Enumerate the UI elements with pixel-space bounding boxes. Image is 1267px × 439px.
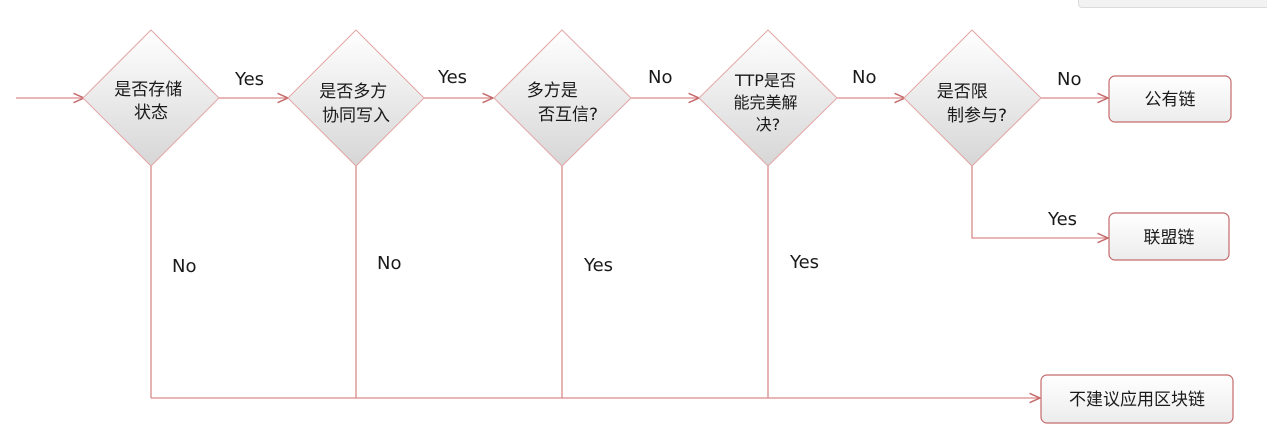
svg-text:是否限 制参与?: 是否限 制参与? <box>937 82 1007 126</box>
outcome-not-recommended: 不建议应用区块链 <box>1040 374 1234 424</box>
edge-label-d3-down: Yes <box>583 255 613 276</box>
connectors <box>16 98 1108 398</box>
decision-1-line-2: 状态 <box>134 103 168 123</box>
edge-label-d2-down: No <box>377 253 401 274</box>
decision-4-line-2: 能完美解 <box>733 93 797 112</box>
outcome-consortium-label: 联盟链 <box>1144 228 1195 248</box>
decision-4-line-3: 决? <box>756 115 781 134</box>
outcome-not-recommended-label: 不建议应用区块链 <box>1069 390 1205 410</box>
edge-label-d5-consortium: Yes <box>1047 209 1077 230</box>
edge-label-d1-down: No <box>172 256 196 277</box>
svg-text:多方是 否互信?: 多方是 否互信? <box>527 81 598 125</box>
svg-text:是否存储 状态: 是否存储 状态 <box>114 80 187 123</box>
edge-label-d2-d3: Yes <box>437 67 467 88</box>
decision-3-line-1: 多方是 <box>527 81 578 101</box>
decision-1-line-1: 是否存储 <box>114 80 182 100</box>
edge-label-d1-d2: Yes <box>234 69 264 90</box>
decision-5-line-2: 制参与? <box>947 106 1007 126</box>
decision-4: TTP是否 能完美解 决? <box>698 29 838 167</box>
outcome-public-label: 公有链 <box>1145 90 1196 110</box>
decision-1: 是否存储 状态 <box>82 29 220 167</box>
svg-text:TTP是否 能完美解 决?: TTP是否 能完美解 决? <box>733 71 802 134</box>
outcome-consortium-chain: 联盟链 <box>1108 212 1230 261</box>
decision-2-line-1: 是否多方 <box>319 82 387 102</box>
decision-2: 是否多方 协同写入 <box>287 29 425 167</box>
decision-2-line-2: 协同写入 <box>322 106 390 126</box>
edge-labels: Yes Yes No No No Yes No No Yes Yes <box>172 67 1081 277</box>
decision-3-line-2: 否互信? <box>538 105 598 125</box>
edge-label-d4-d5: No <box>852 67 876 88</box>
edge-d5-consortium <box>971 166 1108 238</box>
edge-label-d4-down: Yes <box>789 252 819 273</box>
decision-5: 是否限 制参与? <box>903 29 1042 167</box>
decision-5-line-1: 是否限 <box>937 82 988 102</box>
window-tab-corner <box>1078 0 1267 8</box>
edge-label-d3-d4: No <box>648 67 672 88</box>
decision-4-line-1: TTP是否 <box>734 71 796 90</box>
outcome-public-chain: 公有链 <box>1108 75 1232 123</box>
edge-label-d5-public: No <box>1057 69 1081 90</box>
svg-text:是否多方 协同写入: 是否多方 协同写入 <box>319 82 392 126</box>
decision-3: 多方是 否互信? <box>493 29 632 167</box>
